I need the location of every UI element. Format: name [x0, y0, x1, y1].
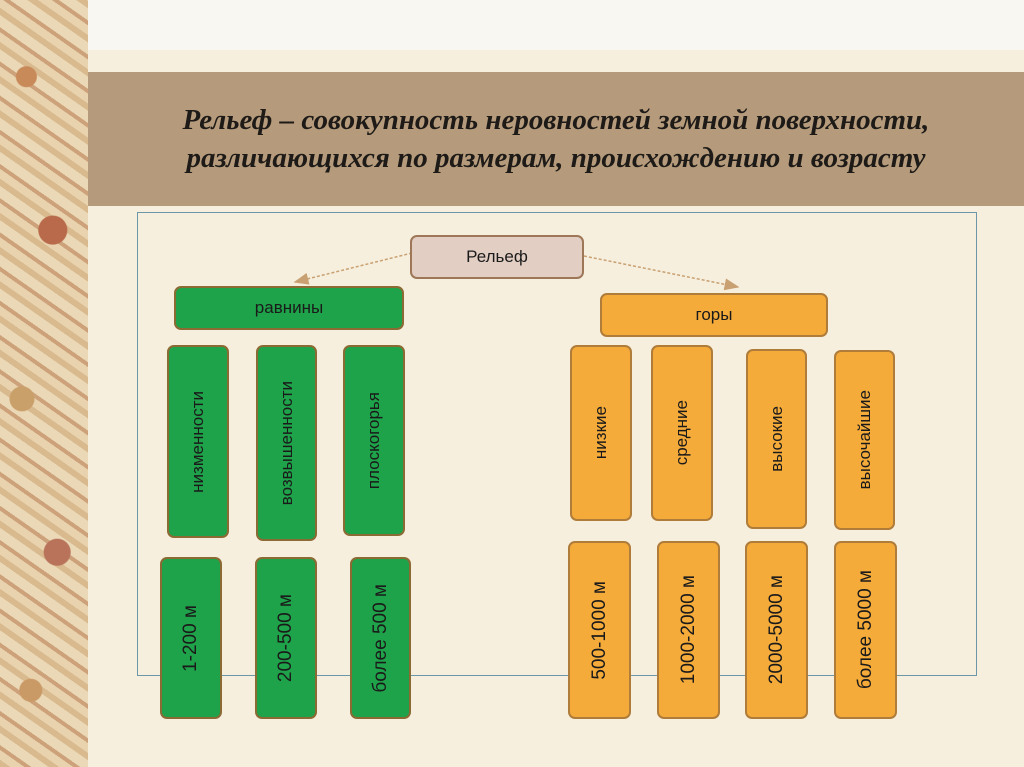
plains-height-label: 200-500 м [275, 593, 296, 683]
root-node: Рельеф [410, 235, 584, 279]
slide-title: Рельеф – совокупность неровностей земной… [182, 104, 930, 174]
plains-type-box: плоскогорья [343, 345, 405, 536]
mountains-node: горы [600, 293, 828, 337]
mountains-type-box: высокие [746, 349, 807, 529]
arrow-to-plains [293, 252, 413, 285]
mountains-type-box: низкие [570, 345, 632, 521]
plains-type-label: плоскогорья [364, 391, 383, 490]
plains-height-label: 1-200 м [180, 604, 201, 672]
plains-height-label: более 500 м [369, 583, 391, 693]
plains-height-box: более 500 м [350, 557, 411, 719]
mountains-height-box: 2000-5000 м [745, 541, 808, 719]
mountains-height-label: 500-1000 м [588, 580, 610, 680]
mountains-label: горы [695, 305, 733, 324]
plains-type-box: возвышенности [256, 345, 317, 541]
mountains-height-box: 500-1000 м [568, 541, 631, 719]
mountains-height-box: более 5000 м [834, 541, 897, 719]
mountains-height-label: 2000-5000 м [765, 575, 787, 685]
plains-type-label: низменности [188, 390, 207, 493]
root-label: Рельеф [466, 247, 528, 266]
decorative-border [0, 0, 89, 767]
mountains-type-label: высочайшие [854, 390, 874, 490]
mountains-type-box: средние [651, 345, 713, 521]
plains-node: равнины [174, 286, 404, 330]
slide-top-area [88, 0, 1024, 50]
mountains-type-label: средние [672, 400, 691, 466]
mountains-type-box: высочайшие [834, 350, 895, 530]
plains-height-box: 200-500 м [255, 557, 317, 719]
mountains-type-label: высокие [766, 406, 786, 472]
diagram-frame [137, 212, 977, 676]
plains-type-label: возвышенности [276, 380, 296, 506]
arrow-to-mountains [583, 255, 740, 291]
mountains-height-label: 1000-2000 м [677, 575, 699, 685]
plains-label: равнины [254, 298, 324, 317]
title-band: Рельеф – совокупность неровностей земной… [88, 72, 1024, 206]
mountains-type-label: низкие [591, 406, 610, 460]
plains-type-box: низменности [167, 345, 229, 538]
mountains-height-box: 1000-2000 м [657, 541, 720, 719]
plains-height-box: 1-200 м [160, 557, 222, 719]
mountains-height-label: более 5000 м [854, 570, 876, 690]
